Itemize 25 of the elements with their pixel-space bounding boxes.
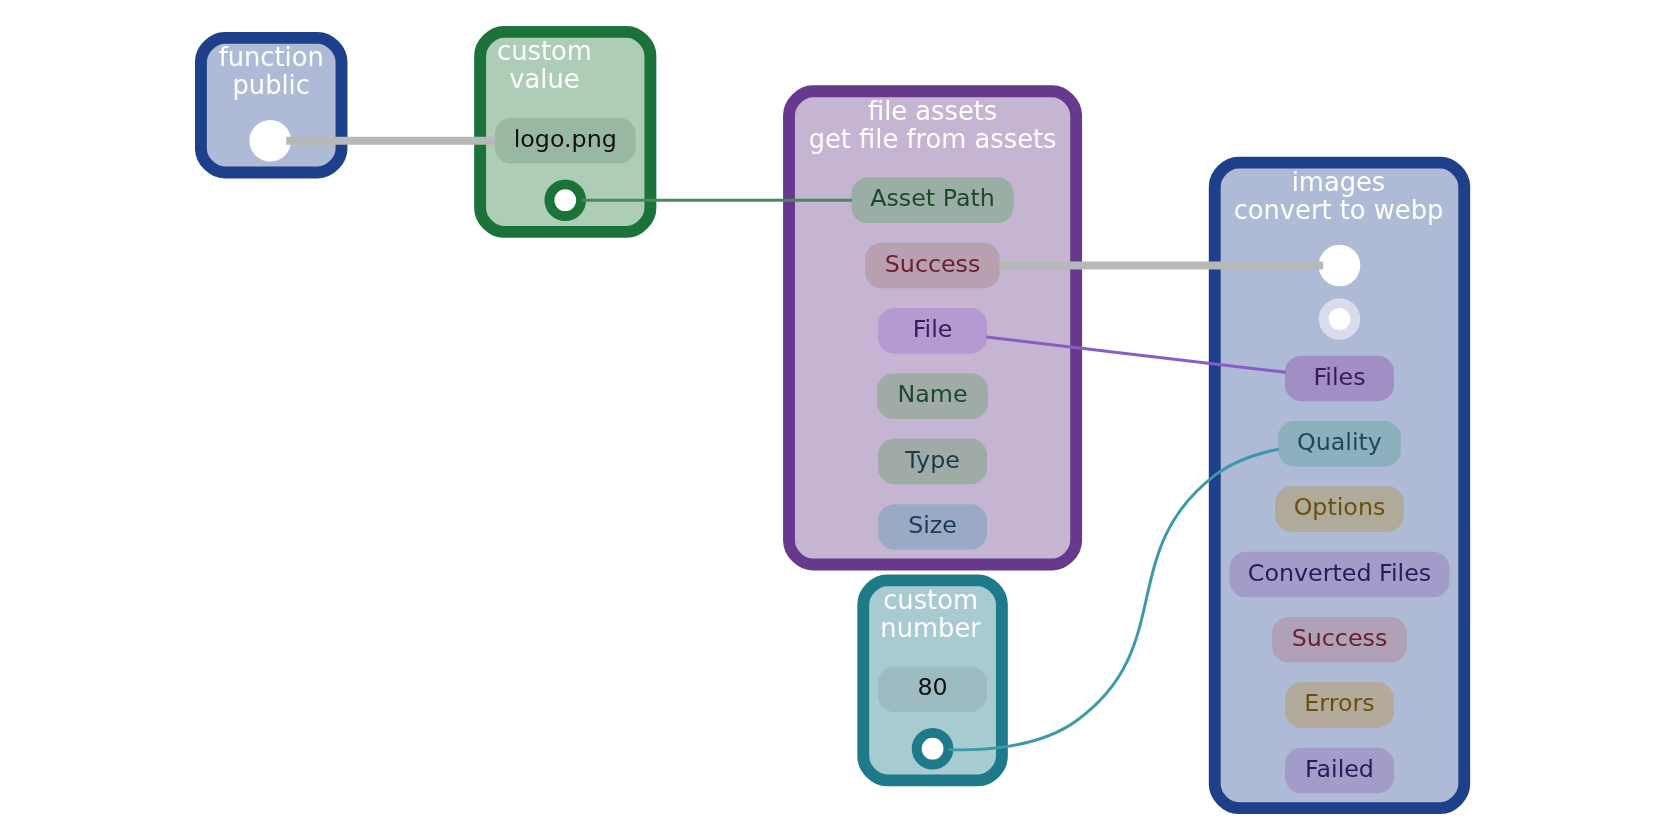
cluster: function public bbox=[194, 31, 347, 179]
node-circle bbox=[543, 179, 586, 221]
node-circle bbox=[1318, 244, 1360, 287]
node-box: Quality bbox=[1277, 421, 1401, 467]
node-box: logo.png bbox=[494, 118, 636, 164]
node-circle bbox=[1318, 298, 1360, 340]
node-circle bbox=[911, 727, 953, 770]
node-box: Converted Files bbox=[1229, 551, 1449, 598]
node-box: Failed bbox=[1284, 747, 1394, 794]
node-box: Name bbox=[876, 373, 988, 419]
node-box: Errors bbox=[1284, 682, 1394, 728]
node-box: Size bbox=[877, 504, 987, 550]
connector bbox=[947, 447, 1279, 752]
node-box: Options bbox=[1274, 486, 1404, 532]
node-box: Success bbox=[864, 242, 1000, 289]
node-box: Type bbox=[877, 438, 987, 485]
connector bbox=[581, 198, 852, 202]
connector bbox=[998, 261, 1323, 270]
node-box: Asset Path bbox=[850, 177, 1014, 223]
node-box: Files bbox=[1284, 355, 1394, 402]
node-box: Success bbox=[1271, 617, 1407, 663]
connector bbox=[985, 335, 1286, 374]
connector bbox=[285, 136, 495, 145]
node-box: File bbox=[877, 308, 987, 354]
node-circle bbox=[248, 120, 291, 162]
